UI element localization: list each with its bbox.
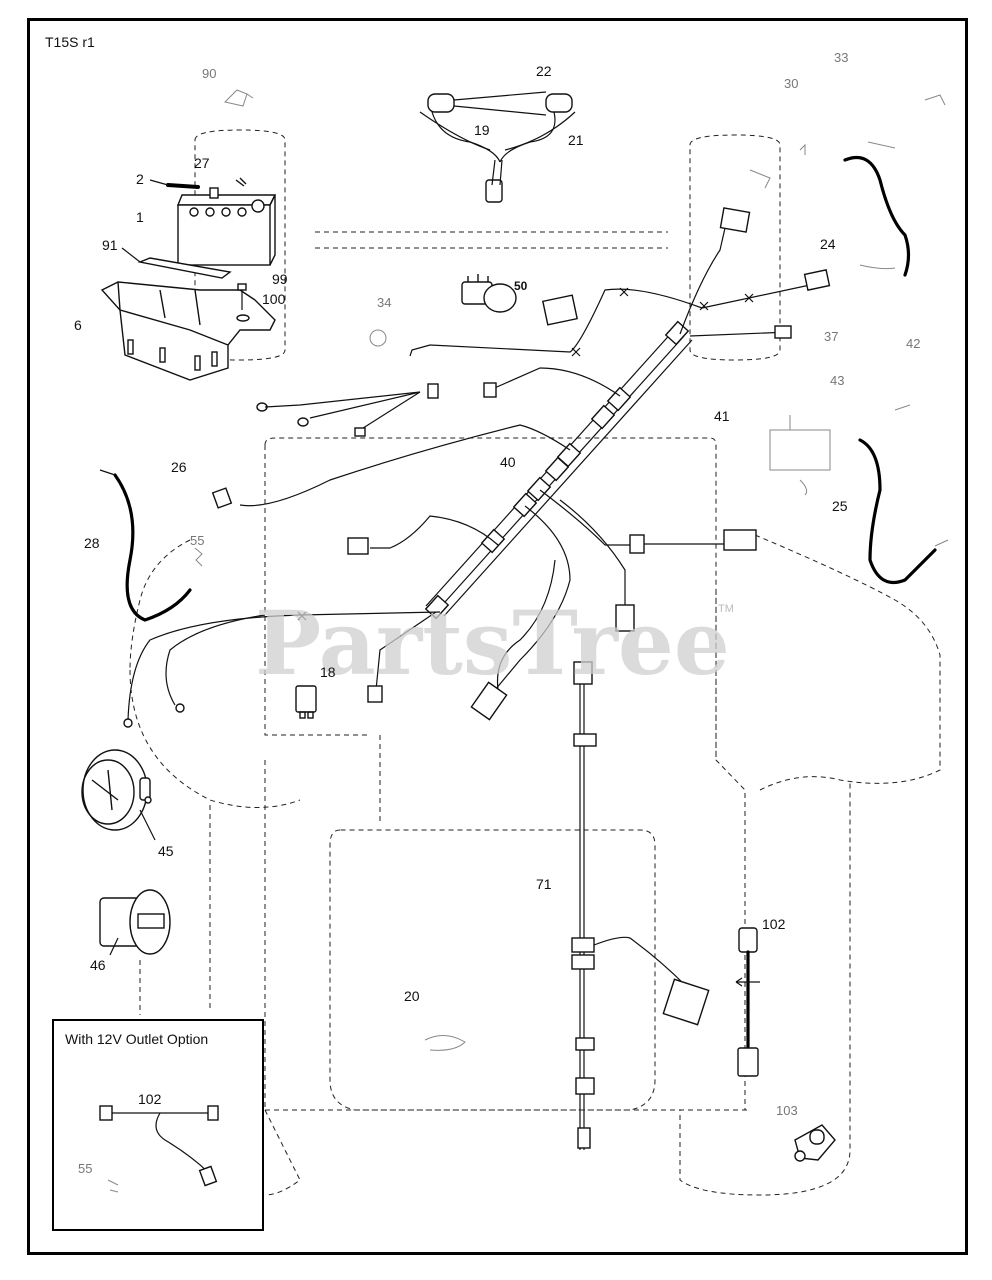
inset-12v-outlet: With 12V Outlet Option 102 55 — [52, 1019, 264, 1231]
callout-34: 34 — [377, 295, 391, 310]
callout-25: 25 — [832, 498, 848, 514]
part-1-battery — [176, 187, 277, 266]
inset-title: With 12V Outlet Option — [65, 1031, 208, 1047]
part-34-ring — [369, 329, 387, 347]
part-91-hold-down — [121, 247, 232, 279]
callout-26: 26 — [171, 459, 187, 475]
part-19-headlight-harness — [419, 91, 576, 203]
part-33-cable — [843, 141, 911, 277]
callout-6: 6 — [74, 317, 82, 333]
inset-callout-102: 102 — [138, 1091, 162, 1107]
callout-24: 24 — [820, 236, 836, 252]
callout-37: 37 — [824, 329, 838, 344]
part-99-bolt — [236, 283, 250, 322]
watermark: PartsTree — [255, 591, 730, 695]
callout-55: 55 — [190, 533, 204, 548]
callout-21: 21 — [568, 132, 584, 148]
part-30-bracket — [749, 94, 946, 189]
callout-43: 43 — [830, 373, 844, 388]
part-102-fuse-holder — [735, 927, 760, 1077]
part-55-clip — [194, 547, 203, 567]
callout-28: 28 — [84, 535, 100, 551]
callout-30: 30 — [784, 76, 798, 91]
callout-46: 46 — [90, 957, 106, 973]
callout-40: 40 — [500, 454, 516, 470]
callout-50: 50 — [514, 279, 528, 293]
part-41-mount — [769, 404, 911, 496]
part-71-harness — [571, 661, 710, 1150]
part-40-main-harness — [211, 207, 831, 721]
callout-91: 91 — [102, 237, 118, 253]
watermark-tm: TM — [718, 603, 734, 615]
part-50-solenoid — [461, 274, 517, 313]
callout-100: 100 — [262, 291, 286, 307]
phantom-dash-area — [689, 134, 781, 361]
part-46-meter — [99, 889, 171, 956]
callout-labels: 90 22 33 30 27 19 21 2 1 91 99 100 6 24 … — [74, 50, 920, 1118]
phantom-seat — [329, 829, 656, 1111]
inset-callout-55: 55 — [78, 1161, 92, 1176]
callout-90: 90 — [202, 66, 216, 81]
callout-20: 20 — [404, 988, 420, 1004]
part-28-cable — [99, 469, 192, 622]
callout-99: 99 — [272, 271, 288, 287]
part-ground-wires — [256, 344, 439, 437]
callout-71: 71 — [536, 876, 552, 892]
callout-102: 102 — [762, 916, 786, 932]
part-103-clamp — [794, 1124, 836, 1162]
part-90-bracket — [224, 89, 254, 107]
callout-22: 22 — [536, 63, 552, 79]
callout-45: 45 — [158, 843, 174, 859]
callout-18: 18 — [320, 664, 336, 680]
part-20-grommet — [424, 1035, 466, 1051]
phantom-frame — [264, 437, 851, 1196]
part-25-cable — [858, 438, 949, 585]
part-45-hour-meter — [81, 749, 156, 841]
part-6-battery-tray — [100, 281, 276, 381]
callout-27: 27 — [194, 155, 210, 171]
diagram-code: T15S r1 — [45, 34, 95, 50]
callout-41: 41 — [714, 408, 730, 424]
callout-1: 1 — [136, 209, 144, 225]
callout-103: 103 — [776, 1103, 798, 1118]
callout-33: 33 — [834, 50, 848, 65]
wire-cut-markers — [297, 287, 754, 621]
callout-2: 2 — [136, 171, 144, 187]
part-2-bolt — [149, 177, 247, 189]
diagram-border — [27, 18, 968, 1255]
part-26-wire — [123, 614, 301, 728]
callout-19: 19 — [474, 122, 490, 138]
part-fuse-block — [542, 294, 578, 326]
part-18-switch — [295, 685, 317, 719]
callout-42: 42 — [906, 336, 920, 351]
